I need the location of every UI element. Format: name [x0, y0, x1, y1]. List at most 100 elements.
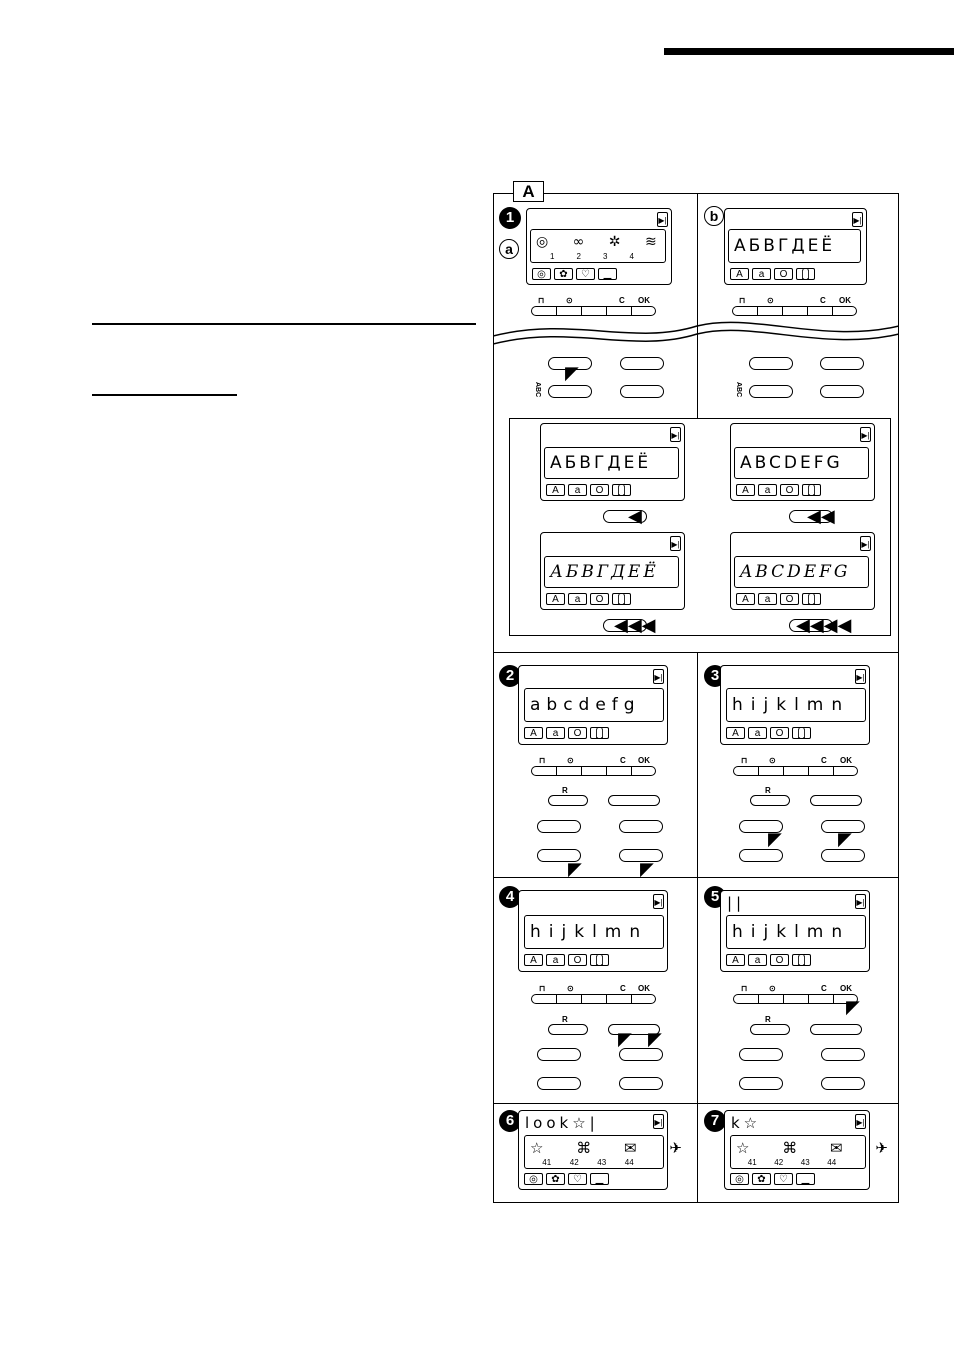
- play-icon: ▶|: [860, 536, 871, 551]
- tab[interactable]: ♡: [774, 1173, 793, 1185]
- divider: [697, 193, 698, 418]
- c-label: C: [821, 984, 827, 993]
- tab[interactable]: a: [758, 484, 777, 496]
- plus-button[interactable]: [619, 1048, 663, 1061]
- tab[interactable]: O: [780, 484, 799, 496]
- tab[interactable]: O: [568, 954, 587, 966]
- tab[interactable]: ♡: [568, 1173, 587, 1185]
- width-button[interactable]: [820, 357, 864, 370]
- length-button[interactable]: [620, 385, 664, 398]
- tab[interactable]: [ ]: [796, 268, 815, 280]
- tab[interactable]: ▁: [590, 1173, 609, 1185]
- tab[interactable]: O: [774, 268, 793, 280]
- tab[interactable]: A: [524, 954, 543, 966]
- tab[interactable]: A: [546, 484, 565, 496]
- tab[interactable]: a: [568, 484, 587, 496]
- plus-button[interactable]: [821, 820, 865, 833]
- r-button[interactable]: [548, 1024, 588, 1035]
- next-button[interactable]: [619, 849, 663, 862]
- tab[interactable]: [ ]: [612, 593, 631, 605]
- minus-button[interactable]: [739, 820, 783, 833]
- r-button[interactable]: [548, 795, 588, 806]
- tab[interactable]: O: [770, 727, 789, 739]
- button-row[interactable]: [531, 994, 656, 1004]
- prev-button[interactable]: [537, 1077, 581, 1090]
- prev-button[interactable]: [739, 849, 783, 862]
- lcd-chars: abcdefg: [530, 695, 641, 715]
- stitch-num: 2: [576, 252, 581, 261]
- tab[interactable]: O: [770, 954, 789, 966]
- abc-button[interactable]: [548, 385, 592, 398]
- tab[interactable]: ✿: [546, 1173, 565, 1185]
- tab[interactable]: [ ]: [802, 484, 821, 496]
- lcd-screen-3: ▶| hijklmn A a O [ ]: [720, 665, 870, 745]
- tab[interactable]: [ ]: [802, 593, 821, 605]
- tab[interactable]: ✿: [752, 1173, 771, 1185]
- tab[interactable]: a: [546, 954, 565, 966]
- press-arrow-icon: ◤: [565, 363, 579, 383]
- button-row[interactable]: [732, 306, 857, 316]
- tab[interactable]: ♡: [576, 268, 595, 280]
- tab[interactable]: a: [546, 727, 565, 739]
- tab[interactable]: a: [758, 593, 777, 605]
- tab[interactable]: [ ]: [612, 484, 631, 496]
- arrows-button[interactable]: [810, 795, 862, 806]
- abc-button[interactable]: [603, 619, 647, 632]
- tab[interactable]: A: [726, 954, 745, 966]
- abc-label: ABC: [534, 382, 541, 398]
- tab[interactable]: ◎: [730, 1173, 749, 1185]
- tab[interactable]: [ ]: [792, 954, 811, 966]
- prev-button[interactable]: [739, 1077, 783, 1090]
- tab[interactable]: ◎: [524, 1173, 543, 1185]
- minus-button[interactable]: [739, 1048, 783, 1061]
- r-button[interactable]: [750, 795, 790, 806]
- tab[interactable]: [ ]: [590, 727, 609, 739]
- plus-button[interactable]: [821, 1048, 865, 1061]
- prev-button[interactable]: [537, 849, 581, 862]
- minus-button[interactable]: [537, 820, 581, 833]
- play-icon: ▶|: [670, 427, 681, 442]
- arrows-button[interactable]: [608, 1024, 660, 1035]
- abc-button[interactable]: [749, 385, 793, 398]
- tab[interactable]: a: [752, 268, 771, 280]
- minus-button[interactable]: [537, 1048, 581, 1061]
- abc-button[interactable]: [789, 619, 833, 632]
- tab[interactable]: ▁: [598, 268, 617, 280]
- tab[interactable]: a: [568, 593, 587, 605]
- arrows-button[interactable]: [608, 795, 660, 806]
- tab[interactable]: A: [736, 593, 755, 605]
- tab[interactable]: O: [568, 727, 587, 739]
- tab[interactable]: O: [590, 593, 609, 605]
- next-button[interactable]: [821, 1077, 865, 1090]
- button-row[interactable]: [531, 766, 656, 776]
- tab[interactable]: A: [546, 593, 565, 605]
- button-row[interactable]: [531, 306, 656, 316]
- text-rule-1: [92, 323, 476, 325]
- tab[interactable]: ✿: [554, 268, 573, 280]
- tab[interactable]: A: [524, 727, 543, 739]
- tab[interactable]: ◎: [532, 268, 551, 280]
- width-button[interactable]: [620, 357, 664, 370]
- tab[interactable]: [ ]: [792, 727, 811, 739]
- button-row[interactable]: [733, 766, 858, 776]
- tab[interactable]: [ ]: [590, 954, 609, 966]
- arrows-button[interactable]: [810, 1024, 862, 1035]
- tab[interactable]: O: [780, 593, 799, 605]
- button-row[interactable]: [733, 994, 858, 1004]
- abc-button[interactable]: [789, 510, 833, 523]
- tab[interactable]: a: [748, 954, 767, 966]
- tab[interactable]: a: [748, 727, 767, 739]
- stitch-button[interactable]: [749, 357, 793, 370]
- tab[interactable]: O: [590, 484, 609, 496]
- plus-button[interactable]: [619, 820, 663, 833]
- next-button[interactable]: [821, 849, 865, 862]
- tab[interactable]: A: [726, 727, 745, 739]
- tab[interactable]: A: [736, 484, 755, 496]
- stitch-button[interactable]: [548, 357, 592, 370]
- length-button[interactable]: [820, 385, 864, 398]
- abc-button[interactable]: [603, 510, 647, 523]
- tab[interactable]: ▁: [796, 1173, 815, 1185]
- r-button[interactable]: [750, 1024, 790, 1035]
- next-button[interactable]: [619, 1077, 663, 1090]
- tab[interactable]: A: [730, 268, 749, 280]
